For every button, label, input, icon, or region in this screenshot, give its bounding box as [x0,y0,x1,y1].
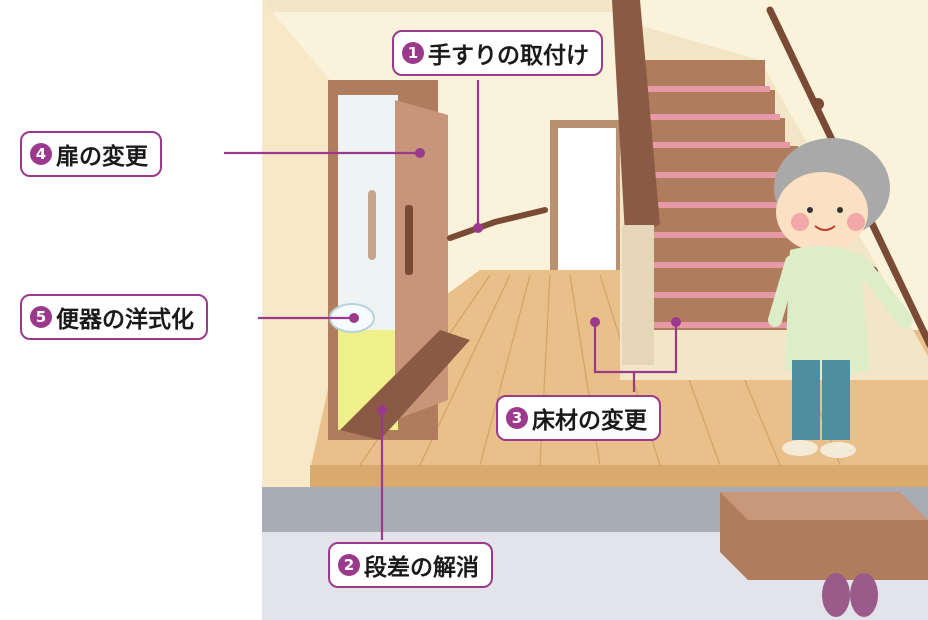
callout-door-change: 4 扉の変更 [20,131,162,177]
callout-number: 1 [402,42,424,64]
leader-lines [224,80,678,540]
callout-label: 手すりの取付け [428,43,589,69]
callout-number: 3 [506,407,528,429]
callout-step-removal: 2 段差の解消 [328,542,493,588]
back-doorway [558,128,616,280]
ceiling [262,0,620,12]
callout-label: 床材の変更 [532,408,647,434]
callout-western-toilet: 5 便器の洋式化 [20,294,208,340]
callout-handrail: 1 手すりの取付け [392,30,603,76]
step-slope [340,330,470,440]
shoe-icon [822,573,850,617]
leader-dots [349,148,681,415]
callout-number: 2 [338,554,360,576]
toilet-grab-bar [368,190,376,260]
stair-side-rail [612,0,660,235]
shoe-icon [850,573,878,617]
callout-floor-material: 3 床材の変更 [496,395,661,441]
handrail-bracket [812,98,824,110]
floor-edge [310,465,928,487]
door-handle [405,205,413,275]
elderly-woman-figure [768,138,913,458]
stair-post [622,225,654,365]
callout-label: 扉の変更 [56,144,148,170]
hallway-handrail [447,207,548,241]
callout-number: 5 [30,306,52,328]
callout-number: 4 [30,143,52,165]
wood-floor [310,270,928,470]
callout-label: 段差の解消 [364,555,479,581]
callout-label: 便器の洋式化 [56,307,194,333]
left-wall [262,0,330,500]
